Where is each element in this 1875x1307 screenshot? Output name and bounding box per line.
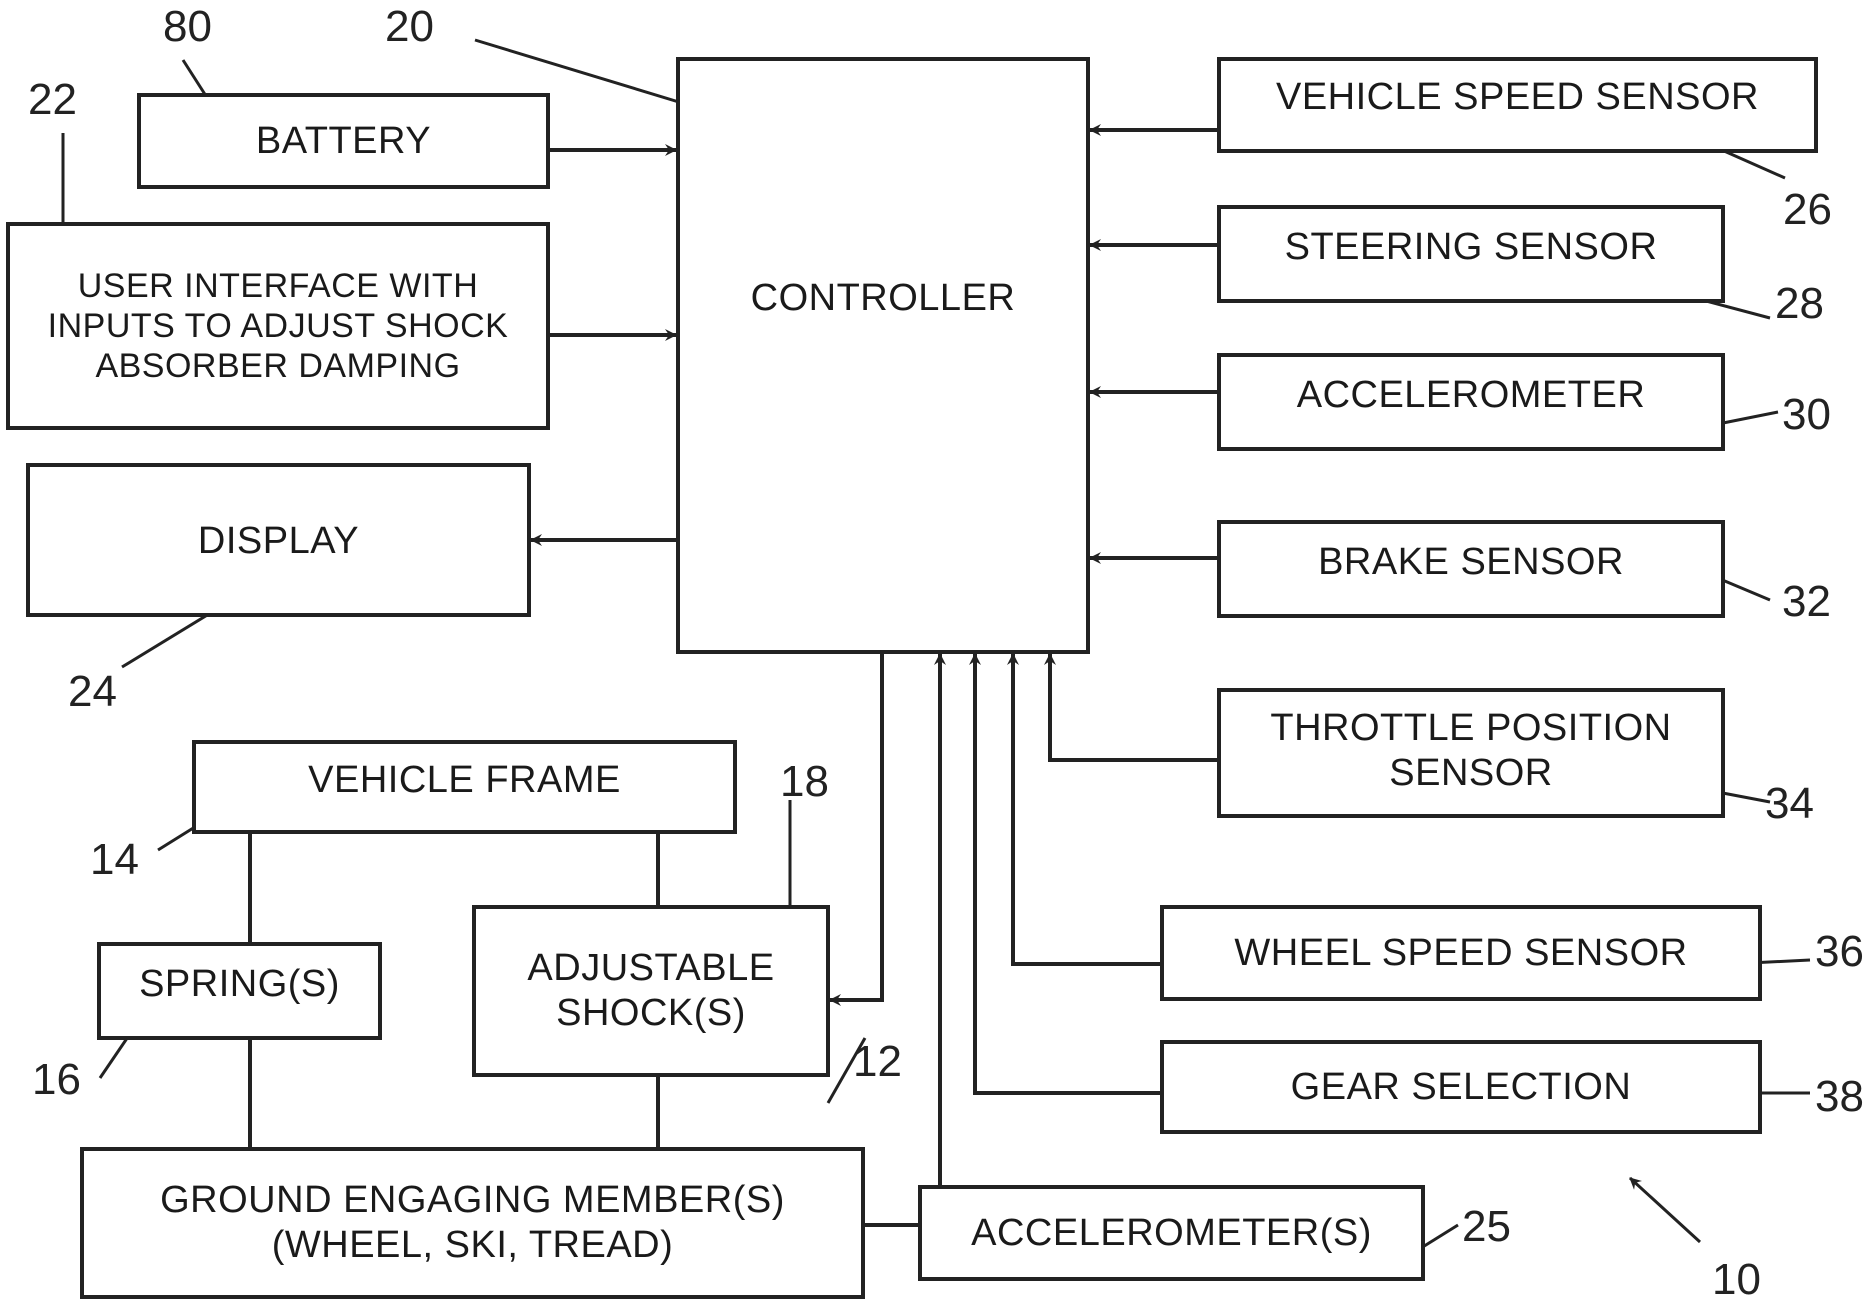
controller-label: CONTROLLER <box>750 277 1016 319</box>
leader-12 <box>826 1037 867 1104</box>
ref-16: 16 <box>32 1055 81 1104</box>
ref-38: 38 <box>1815 1072 1864 1121</box>
ref-22: 22 <box>28 75 77 124</box>
ref-18: 18 <box>780 757 829 806</box>
ground-engaging-members-label: GROUND ENGAGING MEMBER(S) (WHEEL, SKI, T… <box>160 1179 785 1266</box>
ref-26: 26 <box>1783 185 1832 234</box>
accelerometer-block: ACCELEROMETER <box>1217 353 1725 451</box>
wheel-speed-sensor-label: WHEEL SPEED SENSOR <box>1234 931 1688 974</box>
throttle-position-sensor-block: THROTTLE POSITION SENSOR <box>1217 688 1725 818</box>
ref-32: 32 <box>1782 577 1831 626</box>
springs-label: SPRING(S) <box>139 963 340 1005</box>
accelerometer-label: ACCELEROMETER <box>1296 374 1646 416</box>
wire-gear-controller <box>969 653 1160 1095</box>
accelerometers-block: ACCELEROMETER(S) <box>918 1185 1425 1281</box>
ground-engaging-members-block: GROUND ENGAGING MEMBER(S) (WHEEL, SKI, T… <box>80 1147 865 1299</box>
vehicle-frame-block: VEHICLE FRAME <box>192 740 737 834</box>
ref-80: 80 <box>163 2 212 51</box>
ref-25: 25 <box>1462 1202 1511 1251</box>
wheel-speed-sensor-block: WHEEL SPEED SENSOR <box>1160 905 1762 1001</box>
user-interface-block: USER INTERFACE WITH INPUTS TO ADJUST SHO… <box>6 222 550 430</box>
display-block: DISPLAY <box>26 463 531 617</box>
ref-12: 12 <box>853 1037 902 1086</box>
battery-label: BATTERY <box>255 119 432 162</box>
ref-14: 14 <box>90 835 139 884</box>
battery-block: BATTERY <box>137 93 550 189</box>
wire-wheelspeed-controller <box>1007 653 1160 966</box>
ref-10-system: 10 <box>1712 1255 1761 1304</box>
ref-34: 34 <box>1765 779 1814 828</box>
vehicle-frame-label: VEHICLE FRAME <box>308 759 621 801</box>
steering-sensor-label: STEERING SENSOR <box>1284 226 1658 268</box>
ref-24: 24 <box>68 667 117 716</box>
display-label: DISPLAY <box>197 520 360 562</box>
brake-sensor-label: BRAKE SENSOR <box>1318 541 1624 583</box>
brake-sensor-block: BRAKE SENSOR <box>1217 520 1725 618</box>
adjustable-shocks-label: ADJUSTABLE SHOCK(S) <box>527 947 775 1034</box>
vehicle-speed-sensor-label: VEHICLE SPEED SENSOR <box>1275 76 1760 118</box>
throttle-position-sensor-label: THROTTLE POSITION SENSOR <box>1270 707 1672 794</box>
springs-block: SPRING(S) <box>97 942 382 1040</box>
gear-selection-block: GEAR SELECTION <box>1160 1040 1762 1134</box>
ref-36: 36 <box>1815 927 1864 976</box>
wire-throttle-controller <box>1044 653 1217 762</box>
system-arrow-10 <box>1628 1176 1702 1244</box>
user-interface-label: USER INTERFACE WITH INPUTS TO ADJUST SHO… <box>47 266 509 386</box>
leader-20 <box>474 38 716 115</box>
ref-20: 20 <box>385 2 434 51</box>
ref-30: 30 <box>1782 390 1831 439</box>
controller-block: CONTROLLER <box>676 57 1090 654</box>
steering-sensor-block: STEERING SENSOR <box>1217 205 1725 303</box>
wire-controller-shocks <box>829 652 884 1006</box>
adjustable-shocks-block: ADJUSTABLE SHOCK(S) <box>472 905 830 1077</box>
gear-selection-label: GEAR SELECTION <box>1290 1065 1632 1108</box>
ref-28: 28 <box>1775 279 1824 328</box>
vehicle-speed-sensor-block: VEHICLE SPEED SENSOR <box>1217 57 1818 153</box>
accelerometers-label: ACCELEROMETER(S) <box>971 1211 1372 1254</box>
